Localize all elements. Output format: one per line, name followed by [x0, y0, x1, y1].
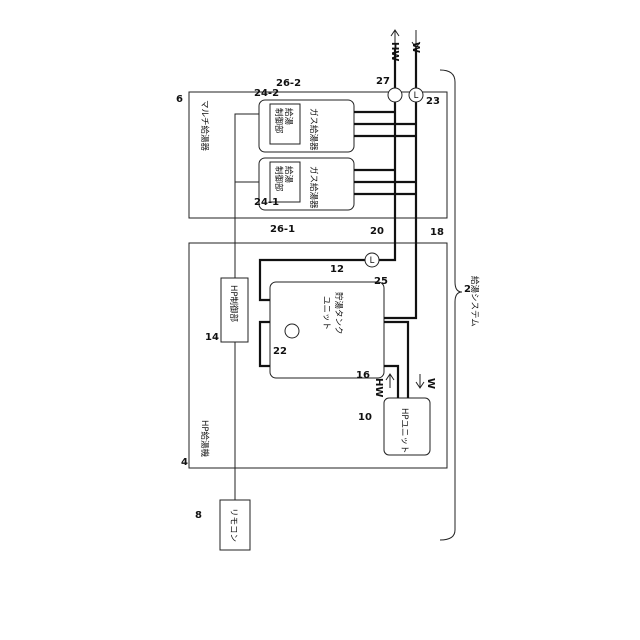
hp-unit-label: HPユニット [399, 408, 409, 454]
sensor-23-letter: L [414, 91, 419, 101]
multi-heater-title: マルチ給湯器 [199, 100, 210, 152]
ref-hp-pipe: 16 [356, 370, 370, 381]
ref-sensor-27: 27 [376, 76, 390, 87]
ref-hp-control: 14 [205, 332, 219, 343]
ref-hp-heater: 4 [181, 457, 188, 468]
remote-label: リモコン [228, 508, 238, 542]
ref-multi-heater: 6 [176, 94, 183, 105]
ref-sensor-22: 22 [273, 346, 287, 357]
hp-heater-title: HP給湯機 [199, 420, 210, 458]
sensor-27-circle [388, 88, 402, 102]
gas-heater-2-label: ガス給湯器 [308, 108, 319, 151]
storage-tank-label-2: ユニット [321, 296, 331, 330]
ctrl-2-line2: 制御部 [273, 108, 284, 134]
ref-ctrl-2: 24-2 [254, 88, 279, 99]
ref-heater-1: 26-1 [270, 224, 295, 235]
sensor-25-letter: L [370, 256, 375, 266]
hp-control-label: HP制御部 [228, 285, 239, 323]
storage-tank-label-1: 貯湯タンク [333, 292, 344, 335]
ref-hp-unit: 10 [358, 412, 372, 423]
w-in-label: W [410, 42, 421, 53]
sensor-22-circle [285, 324, 299, 338]
ref-sensor-23: 23 [426, 96, 440, 107]
ref-system: 2 [464, 284, 471, 295]
ref-ctrl-1: 24-1 [254, 197, 279, 208]
ref-sensor-25: 25 [374, 276, 388, 287]
gas-heater-1-label: ガス給湯器 [308, 166, 319, 209]
ref-remote: 8 [195, 510, 202, 521]
ctrl-1-line2: 制御部 [273, 166, 284, 192]
ref-heater-2: 26-2 [276, 78, 301, 89]
ref-pipe-20: 20 [370, 226, 384, 237]
hw-hp-label: HW [373, 378, 384, 397]
hw-out-label: HW [389, 42, 400, 61]
w-hp-label: W [425, 378, 436, 389]
ref-tank: 12 [330, 264, 344, 275]
ctrl-2-line1: 給湯 [283, 108, 294, 126]
ctrl-1-line1: 給湯 [283, 166, 294, 184]
ref-pipe-18: 18 [430, 227, 444, 238]
